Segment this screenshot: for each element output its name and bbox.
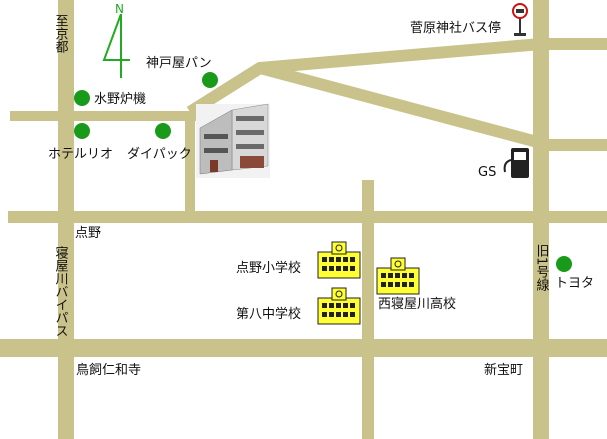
label-route1: 旧1号線 [534,244,550,292]
label-shinhomachi: 新宝町 [484,362,523,378]
school-icon-nishi-neyagawa [376,257,420,295]
north-compass: N [102,2,130,78]
bus-stop-sign-icon [512,3,528,36]
road-diagonal-east [258,62,543,149]
landmark-dot-kobeya [202,72,218,88]
label-mizuno-roki: 水野炉機 [94,92,146,107]
label-kobeya-pan: 神戸屋パン [146,56,212,71]
landmark-dot-toyota [556,256,572,272]
school-icon-tenno [317,241,361,279]
gas-pump-icon [503,148,529,178]
school-icon-dai8 [317,287,361,325]
landmark-dot-hotel-rio [74,123,90,139]
label-toyota: トヨタ [555,276,594,291]
label-nishi-neyagawa-high: 西寝屋川高校 [378,296,456,312]
label-dai8-junior: 第八中学校 [236,306,301,322]
label-hotel-rio: ホテルリオ [48,147,113,162]
label-kyoto: 至京都 [53,14,69,53]
label-torikai-ninnaji: 鳥飼仁和寺 [76,363,141,378]
label-daipack: ダイパック [127,147,192,162]
label-tenno-elementary: 点野小学校 [236,260,301,276]
label-neyagawa-bypass: 寝屋川バイパス [53,245,69,337]
landmark-dot-daipack [155,123,171,139]
label-tenno: 点野 [75,226,101,241]
compass-arrow-icon [102,13,130,78]
compass-north-label: N [115,2,124,16]
office-building-photo [196,103,270,178]
label-gs: GS [478,165,496,180]
landmark-dot-mizuno [74,90,90,106]
label-bus-stop: 菅原神社バス停 [410,20,501,36]
